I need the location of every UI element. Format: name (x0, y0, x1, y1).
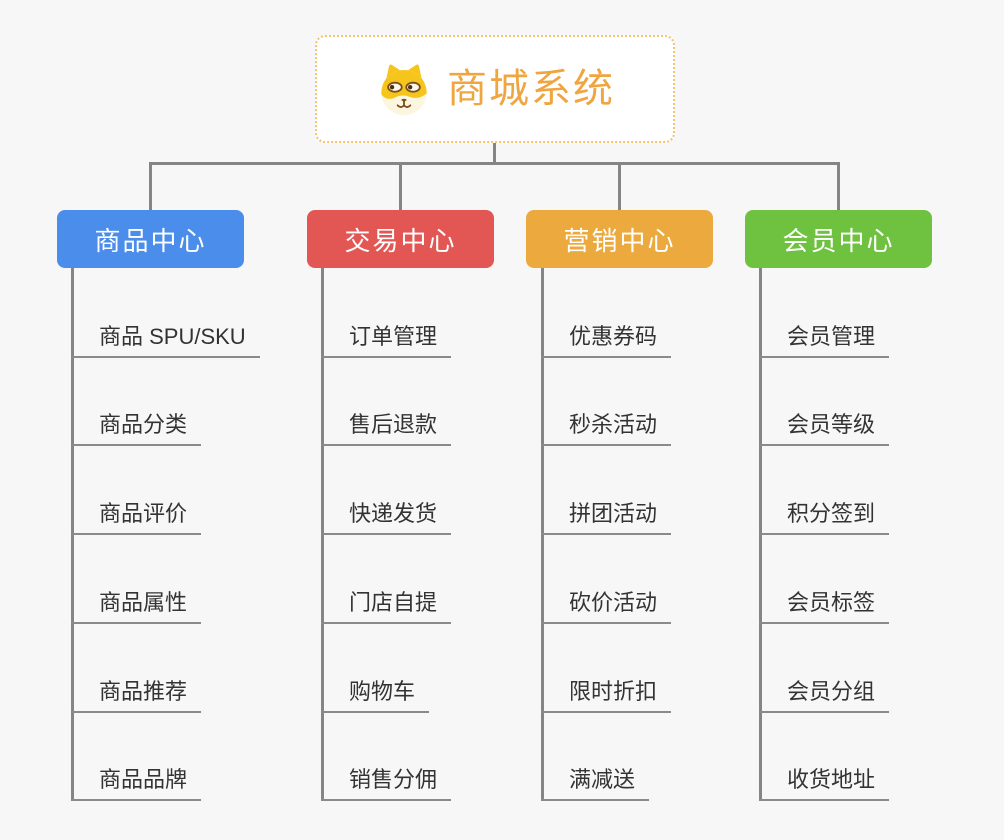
branch-label: 营销中心 (563, 225, 676, 256)
leaf-node[interactable]: 商品推荐 (71, 673, 202, 713)
leaf-node[interactable]: 拼团活动 (541, 495, 672, 535)
shiba-dog-icon (375, 60, 433, 118)
leaf-node[interactable]: 商品 SPU/SKU (71, 318, 260, 358)
branch-node-member[interactable]: 会员中心 (745, 210, 932, 268)
leaf-node[interactable]: 会员管理 (759, 318, 890, 358)
leaf-node[interactable]: 购物车 (321, 673, 430, 713)
leaf-node[interactable]: 商品评价 (71, 495, 202, 535)
root-title: 商城系统 (447, 67, 615, 111)
leaf-node[interactable]: 优惠券码 (541, 318, 672, 358)
branch-label: 商品中心 (94, 225, 207, 256)
leaf-node[interactable]: 会员等级 (759, 406, 890, 446)
branch-node-goods[interactable]: 商品中心 (57, 210, 244, 268)
leaf-node[interactable]: 商品属性 (71, 584, 202, 624)
branch-node-marketing[interactable]: 营销中心 (526, 210, 713, 268)
branch-drop-connector (149, 164, 152, 210)
root-node[interactable]: 商城系统 (315, 35, 675, 143)
branch-drop-connector (618, 164, 621, 210)
horizontal-connector (149, 162, 840, 165)
leaf-node[interactable]: 秒杀活动 (541, 406, 672, 446)
leaf-node[interactable]: 积分签到 (759, 495, 890, 535)
root-stem-connector (493, 143, 496, 164)
leaf-node[interactable]: 销售分佣 (321, 761, 452, 801)
leaf-node[interactable]: 售后退款 (321, 406, 452, 446)
leaf-node[interactable]: 会员标签 (759, 584, 890, 624)
branch-label: 会员中心 (782, 225, 895, 256)
leaf-node[interactable]: 快递发货 (321, 495, 452, 535)
leaf-node[interactable]: 限时折扣 (541, 673, 672, 713)
leaf-node[interactable]: 订单管理 (321, 318, 452, 358)
branch-node-trade[interactable]: 交易中心 (307, 210, 494, 268)
branch-drop-connector (837, 164, 840, 210)
branch-drop-connector (399, 164, 402, 210)
leaf-node[interactable]: 收货地址 (759, 761, 890, 801)
leaf-node[interactable]: 砍价活动 (541, 584, 672, 624)
branch-label: 交易中心 (344, 225, 457, 256)
leaf-node[interactable]: 会员分组 (759, 673, 890, 713)
leaf-node[interactable]: 商品分类 (71, 406, 202, 446)
leaf-node[interactable]: 满减送 (541, 761, 650, 801)
leaf-node[interactable]: 门店自提 (321, 584, 452, 624)
leaf-node[interactable]: 商品品牌 (71, 761, 202, 801)
